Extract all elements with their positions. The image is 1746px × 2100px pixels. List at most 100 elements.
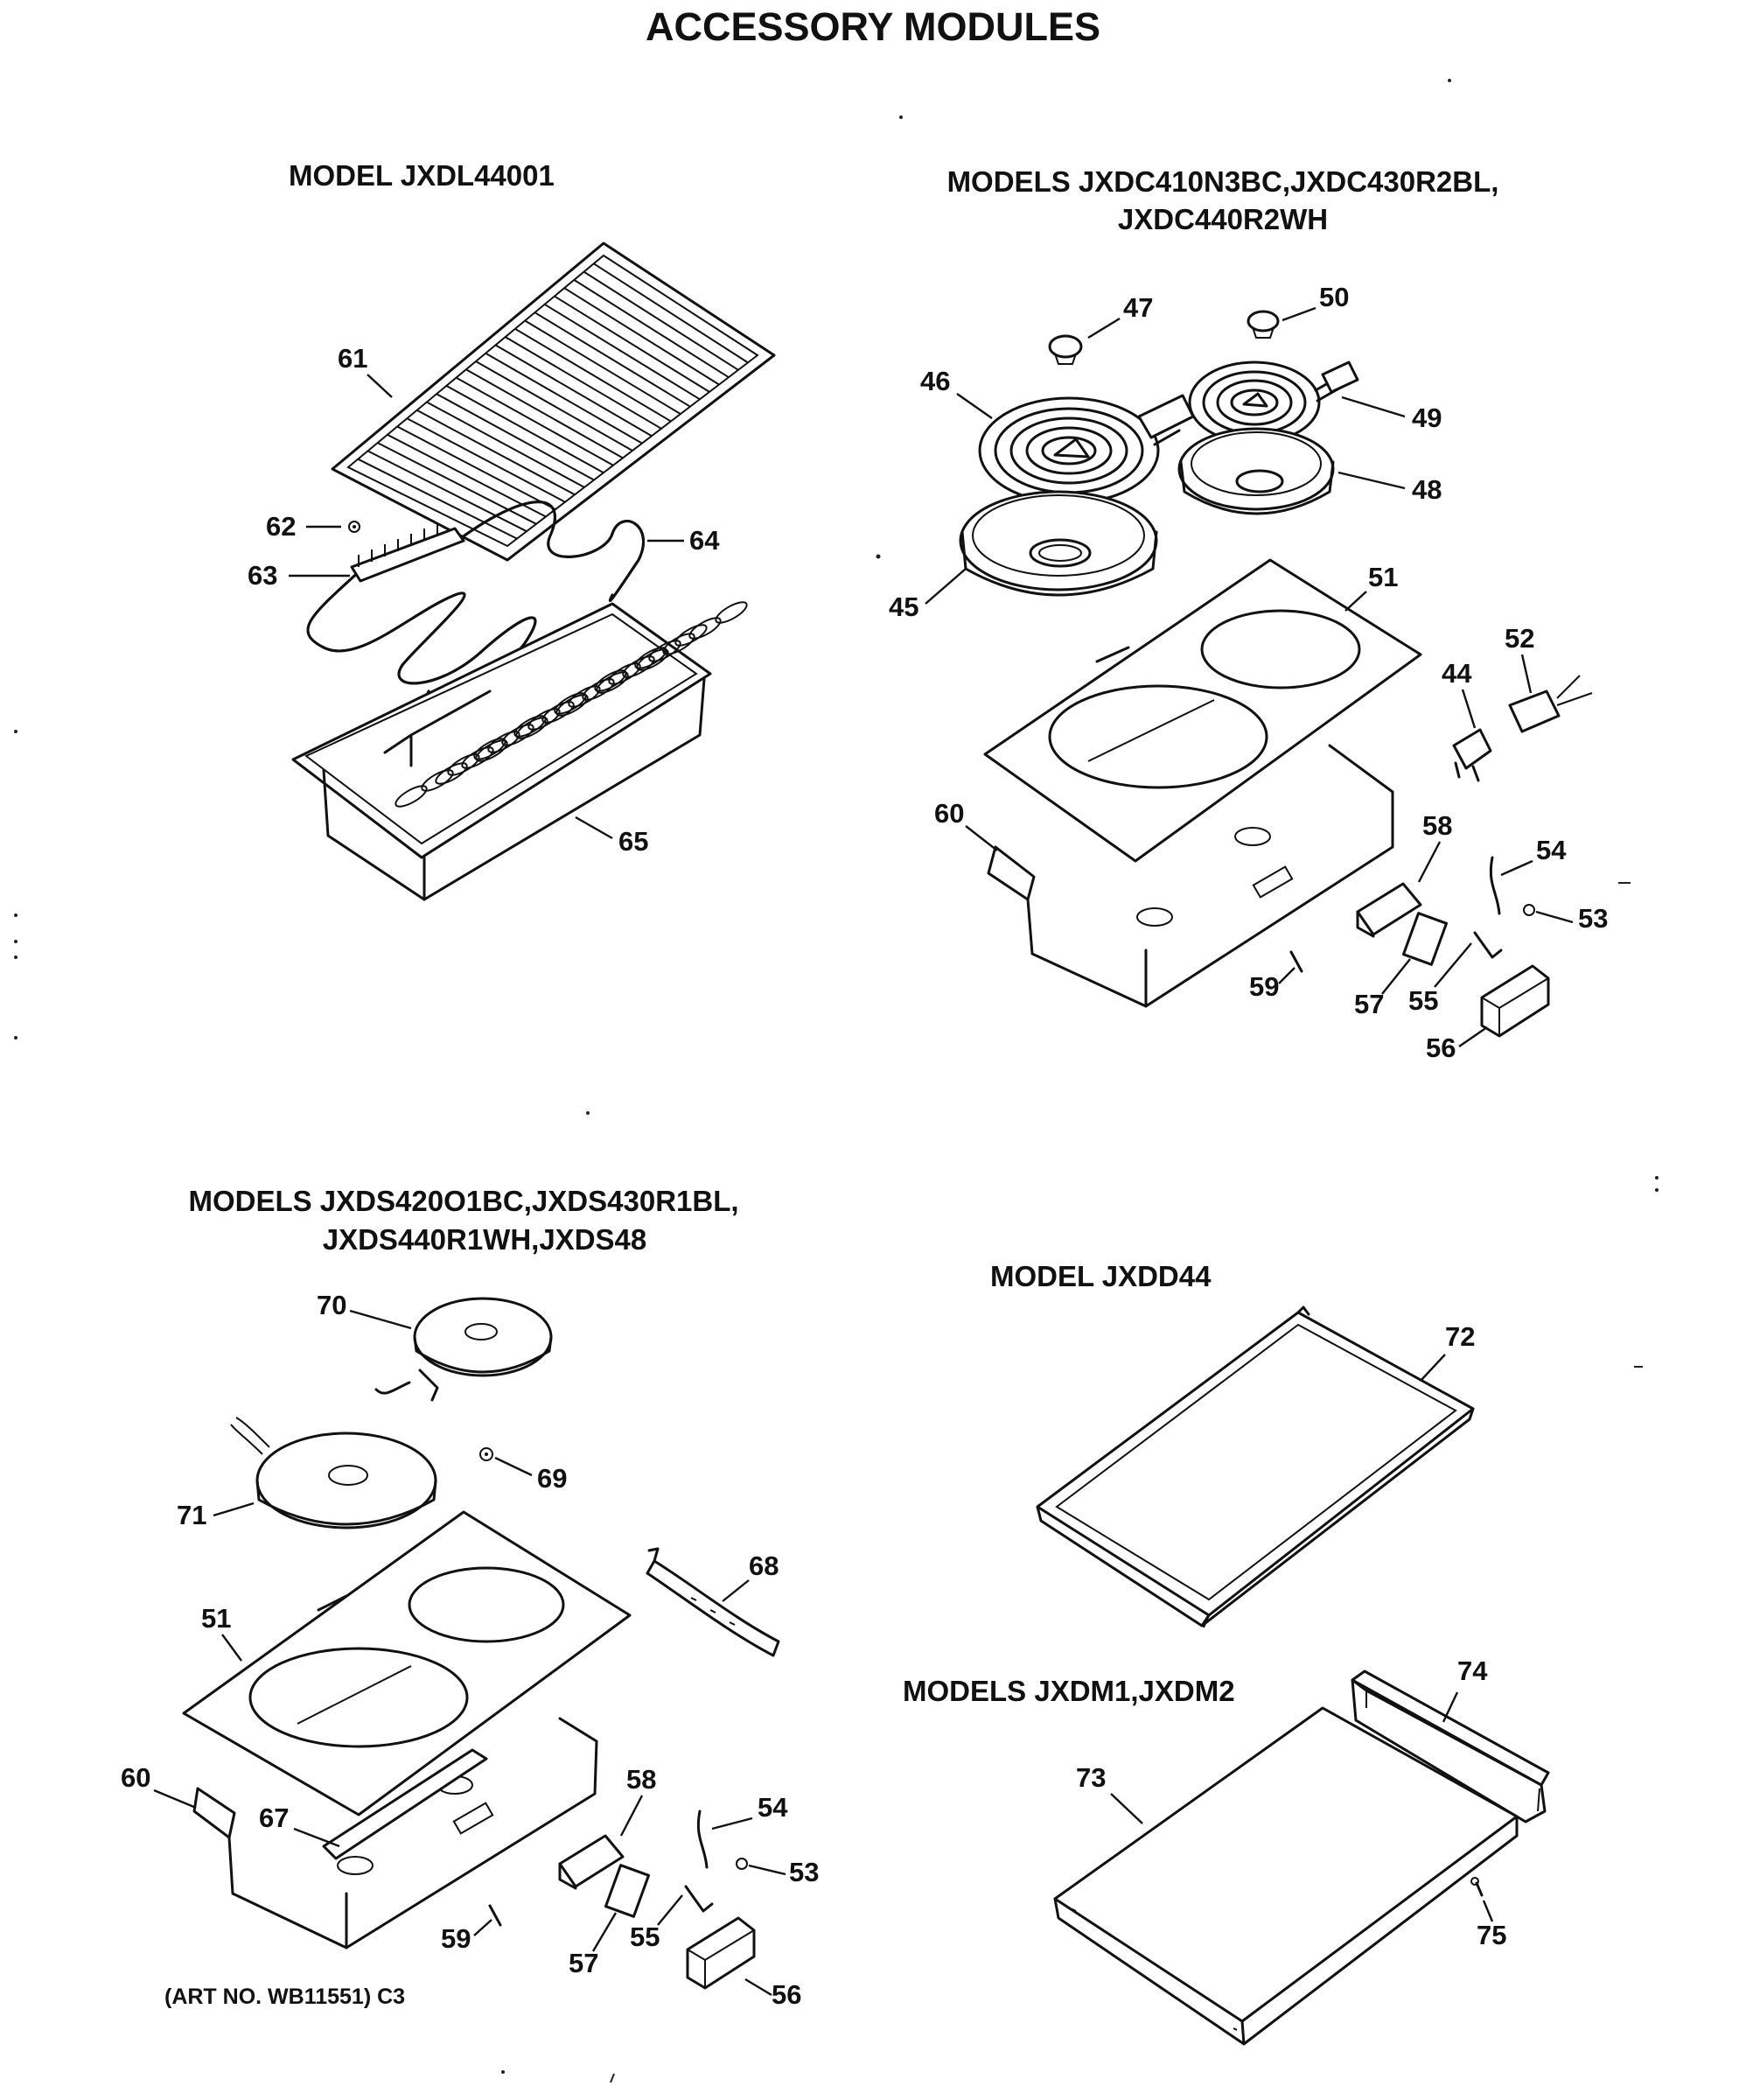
callout-55: 55 — [630, 1922, 660, 1952]
pan-slot — [715, 601, 748, 624]
large-surface-coil — [978, 394, 1195, 505]
solid-heading-line2: JXDS440R1WH,JXDS48 — [323, 1223, 647, 1256]
grate-bar — [465, 368, 624, 459]
coil-module-box — [987, 744, 1394, 1008]
large-solid-element — [230, 1417, 437, 1530]
pan-slot — [501, 724, 534, 746]
pan-slot — [395, 785, 428, 808]
scan-specks — [14, 79, 1659, 2083]
callout-51: 51 — [1368, 562, 1398, 592]
pan-slot — [634, 647, 667, 669]
griddle-section: MODEL JXDD44 72 — [990, 1260, 1475, 1628]
callout-48: 48 — [1412, 474, 1442, 505]
grate-bar — [436, 393, 595, 481]
callout-60: 60 — [934, 798, 964, 829]
coil-knob-left — [1048, 334, 1083, 365]
coil-screw — [1523, 904, 1535, 916]
callout-52: 52 — [1505, 623, 1534, 654]
art-number: (ART NO. WB11551) C3 — [164, 1984, 405, 2009]
coil-mount-screw — [1289, 950, 1303, 973]
solid-mounting-bar — [646, 1547, 780, 1657]
callout-65: 65 — [618, 826, 648, 857]
grate-bar — [445, 385, 604, 474]
pan-slot — [447, 753, 480, 776]
solid-terminal-block — [686, 1916, 756, 1990]
callout-50: 50 — [1319, 282, 1349, 312]
callout-58: 58 — [1422, 810, 1452, 841]
callout-45: 45 — [889, 592, 918, 622]
grate-bar — [357, 458, 518, 540]
callout-49: 49 — [1412, 402, 1442, 433]
pan-slot — [435, 762, 468, 785]
callout-44: 44 — [1442, 658, 1472, 689]
callout-72: 72 — [1445, 1321, 1475, 1352]
pan-slot — [473, 738, 506, 760]
grate-bar — [456, 376, 614, 466]
pan-slot — [513, 715, 547, 738]
coil-control-bracket — [1356, 882, 1422, 938]
pan-slot — [487, 731, 520, 753]
solid-callouts: 70 69 71 68 51 60 58 67 54 53 59 55 57 — [121, 1290, 819, 2010]
solid-strap — [684, 1885, 714, 1913]
grate-bar — [396, 425, 556, 510]
grate-bar — [406, 417, 566, 503]
callout-58: 58 — [626, 1764, 656, 1795]
callout-57: 57 — [1354, 989, 1384, 1019]
grate-bar — [416, 409, 576, 496]
coil-callouts: 47 50 46 49 48 45 51 52 44 60 58 54 53 — [889, 282, 1608, 1063]
grate-bar — [485, 352, 643, 444]
coil-connector — [1508, 675, 1593, 733]
grate-bar — [583, 270, 739, 371]
pan-slot — [648, 640, 681, 662]
pan-slot — [662, 633, 695, 655]
solid-small-screw — [479, 1447, 493, 1461]
grate-bar — [563, 287, 720, 386]
grate-bar — [505, 336, 662, 430]
callout-53: 53 — [789, 1857, 819, 1887]
coil-heading-line2: JXDC440R2WH — [1118, 203, 1328, 235]
coil-strap — [1473, 931, 1503, 959]
pan-slot — [622, 655, 655, 678]
coil-ground-wire — [1489, 856, 1501, 915]
grate-bar — [534, 312, 691, 408]
grate-bar — [554, 295, 710, 393]
pan-slot — [554, 692, 587, 715]
grate-bar — [387, 433, 547, 518]
solid-terminal-plate — [322, 1748, 488, 1860]
callout-60: 60 — [121, 1762, 150, 1793]
solid-small-screw-center — [485, 1452, 488, 1456]
pan-slot — [527, 708, 561, 731]
callout-51: 51 — [201, 1603, 231, 1634]
pan-slot — [541, 701, 575, 724]
cover-section: MODELS JXDM1,JXDM2 74 73 75 — [903, 1656, 1550, 2046]
solid-module-box — [192, 1717, 598, 1950]
grate-bar — [494, 344, 653, 438]
solid-control-bracket — [558, 1834, 625, 1890]
callout-75: 75 — [1477, 1920, 1506, 1950]
callout-59: 59 — [441, 1923, 471, 1954]
coil-receptacle — [1452, 728, 1492, 782]
solid-shield-plate — [604, 1864, 651, 1918]
grill-heating-element — [306, 500, 645, 699]
callout-71: 71 — [177, 1500, 206, 1530]
pan-slot — [688, 617, 722, 640]
callout-62: 62 — [266, 511, 296, 542]
pan-slot — [421, 769, 454, 792]
pan-slot — [608, 662, 641, 685]
pan-slot — [461, 746, 494, 769]
small-drip-bowl — [1177, 427, 1335, 515]
callout-56: 56 — [772, 1979, 801, 2010]
grill-heading: MODEL JXDL44001 — [289, 159, 555, 192]
griddle-heading: MODEL JXDD44 — [990, 1260, 1212, 1292]
callout-54: 54 — [1536, 835, 1567, 865]
coil-section: MODELS JXDC410N3BC,JXDC430R2BL, JXDC440R… — [889, 165, 1608, 1063]
grate-bar — [514, 327, 672, 423]
pan-slot — [674, 624, 708, 647]
grate-bar — [593, 262, 749, 364]
solid-section: MODELS JXDS420O1BC,JXDS430R1BL, JXDS440R… — [121, 1185, 819, 2010]
grill-section: MODEL JXDL44001 — [248, 159, 776, 901]
callout-53: 53 — [1578, 903, 1608, 934]
solid-mount-screw — [488, 1904, 502, 1927]
callout-63: 63 — [248, 560, 277, 591]
callout-54: 54 — [758, 1792, 788, 1823]
